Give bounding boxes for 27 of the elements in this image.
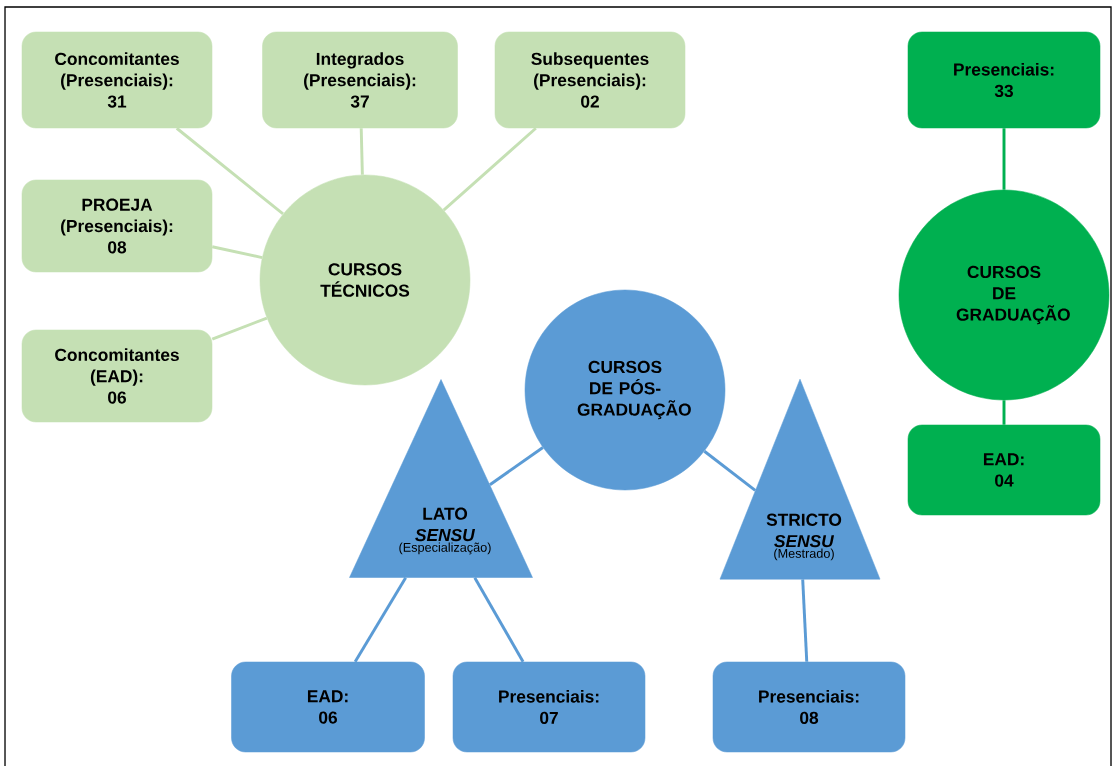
rounded-box: Presenciais: 07 (452, 661, 646, 753)
rounded-box: EAD: 06 (231, 661, 425, 753)
connector-line (703, 450, 757, 492)
connector-line (801, 579, 809, 662)
connector-line (353, 577, 407, 663)
connector-line (359, 128, 364, 175)
rounded-box: Concomitantes (Presenciais): 31 (21, 31, 213, 129)
connector-line (1002, 400, 1006, 425)
connector-line (442, 127, 537, 212)
circle-node: CURSOS DE GRADUAÇÃO (898, 189, 1110, 401)
circle-node: CURSOS TÉCNICOS (259, 174, 471, 386)
connector-line (211, 245, 263, 259)
connector-line (1002, 128, 1006, 190)
circle-node: CURSOS DE PÓS-GRADUAÇÃO (524, 289, 726, 491)
rounded-box: Presenciais: 33 (907, 31, 1101, 129)
connector-line (473, 577, 525, 663)
triangle-node: LATO SENSU (Especialização) (349, 379, 533, 578)
connector-line (175, 127, 284, 216)
rounded-box: PROEJA (Presenciais): 08 (21, 179, 213, 273)
rounded-box: Subsequentes (Presenciais): 02 (494, 31, 686, 129)
connector-line (211, 316, 268, 341)
rounded-box: Presenciais: 08 (712, 661, 906, 753)
connector-line (489, 446, 544, 486)
rounded-box: Concomitantes (EAD): 06 (21, 329, 213, 423)
rounded-box: EAD: 04 (907, 424, 1101, 516)
rounded-box: Integrados (Presenciais): 37 (262, 31, 458, 129)
triangle-node: STRICTO SENSU (Mestrado) (719, 378, 881, 580)
